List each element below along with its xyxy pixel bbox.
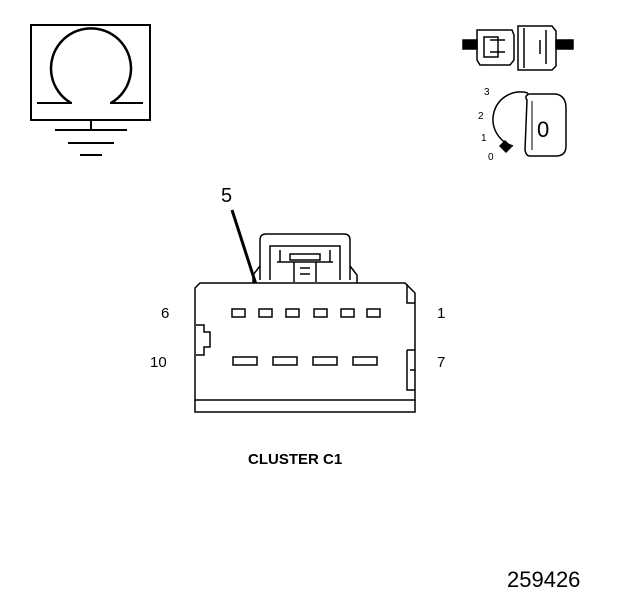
dial-position-1: 1: [481, 133, 487, 144]
pin-cavity-2: [340, 308, 355, 318]
callout-label: 5: [221, 185, 232, 207]
ground-symbol-icon: [30, 24, 151, 156]
connector-caption: CLUSTER C1: [248, 451, 342, 468]
connector-c1: [194, 233, 416, 413]
figure-id: 259426: [507, 567, 580, 592]
ignition-key-icon: 3 2 1 0 0: [478, 87, 567, 163]
pin-cavity-9: [272, 356, 298, 366]
connector-housing: [194, 282, 416, 401]
pin-cavity-10: [232, 356, 258, 366]
pin-cavity-1: [366, 308, 381, 318]
key-label: 0: [537, 117, 549, 142]
connector-latch: [259, 233, 351, 280]
pin-cavity-3: [313, 308, 328, 318]
pin-label-bottom-right: 7: [437, 354, 445, 371]
pin-label-top-right: 1: [437, 305, 445, 322]
pin-cavity-5: [258, 308, 273, 318]
dial-position-2: 2: [478, 111, 484, 122]
dial-position-3: 3: [484, 87, 490, 98]
pin-label-bottom-left: 10: [150, 354, 167, 371]
connector-plug-icon: [462, 25, 574, 71]
dial-position-0: 0: [488, 152, 494, 163]
pin-cavity-7: [352, 356, 378, 366]
pin-label-top-left: 6: [161, 305, 169, 322]
pin-cavity-8: [312, 356, 338, 366]
pin-cavity-4: [285, 308, 300, 318]
pin-cavity-6: [231, 308, 246, 318]
